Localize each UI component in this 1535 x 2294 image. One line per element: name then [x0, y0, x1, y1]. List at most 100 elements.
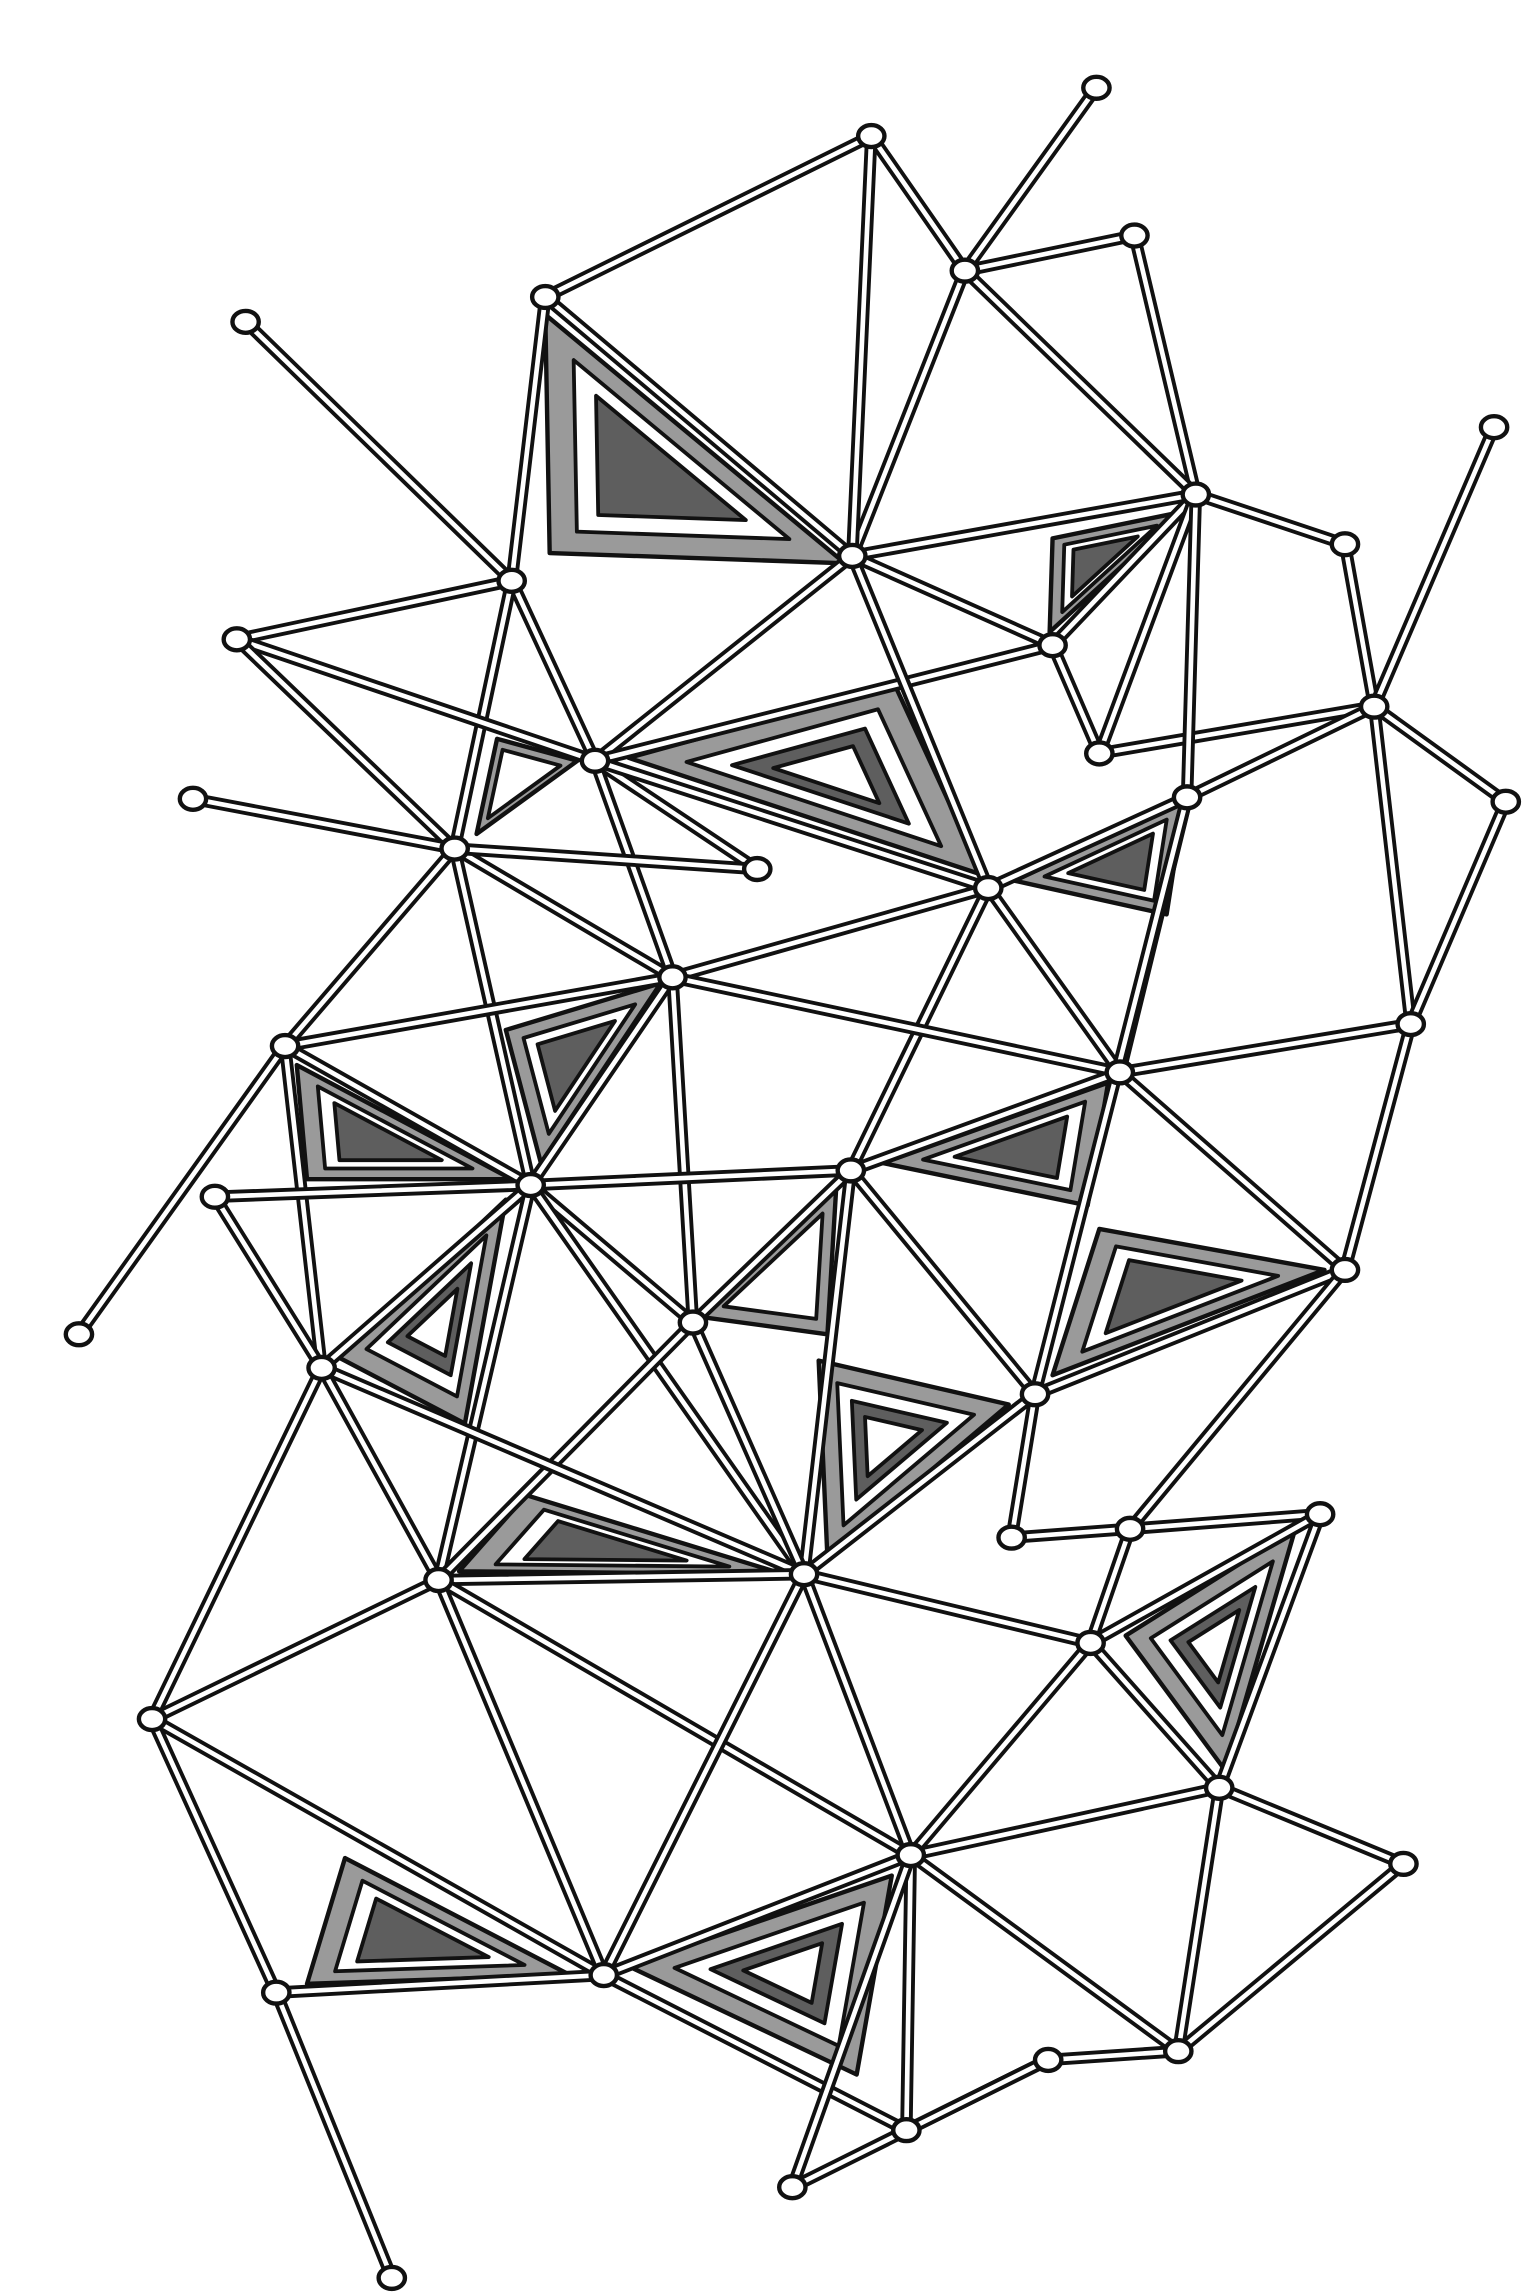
strut-core [848, 1168, 1038, 1397]
strut-core [1216, 1785, 1406, 1867]
strut [1084, 1507, 1327, 1650]
strut [844, 1066, 1127, 1177]
strut [904, 1848, 1185, 2058]
network-node [588, 1961, 620, 1989]
strut-core [868, 133, 968, 273]
strut [597, 1567, 811, 1982]
strut-core [592, 758, 675, 980]
strut-core [1097, 704, 1377, 756]
network-node [1037, 632, 1068, 659]
strut-core [849, 133, 874, 559]
strut [846, 129, 878, 563]
strut-core [1175, 1861, 1406, 2054]
strut [1113, 1066, 1352, 1277]
strut [597, 1848, 917, 1982]
strut-core [848, 1070, 1123, 1173]
strut [1046, 638, 1106, 760]
strut [432, 1573, 610, 1982]
strut-core [1342, 541, 1377, 709]
strut [315, 1178, 537, 1375]
strut-core [592, 642, 1055, 764]
strut-core [670, 885, 991, 980]
network-node [1032, 2046, 1064, 2074]
nested-triangle [332, 1101, 444, 1163]
network-node [439, 835, 471, 862]
strut-core [76, 1043, 288, 1337]
strut-core [849, 268, 968, 559]
strut-core [452, 846, 534, 1188]
network-node [996, 1524, 1027, 1551]
strut [315, 1361, 445, 1587]
strut-core [801, 1571, 1093, 1646]
strut-core [849, 553, 991, 891]
strut-core [542, 133, 874, 300]
strut [448, 842, 764, 876]
network-node [895, 1841, 927, 1869]
strut-core [801, 1391, 1038, 1577]
strut-core [1193, 492, 1348, 547]
strut [230, 633, 602, 767]
strut [1093, 700, 1381, 760]
shaded-triangle [336, 1197, 509, 1426]
network-node [63, 1321, 95, 1348]
network-node [855, 122, 887, 150]
strut-core [1009, 1391, 1038, 1540]
strut [505, 574, 602, 767]
network-node [1329, 1256, 1361, 1284]
network-node [1358, 693, 1390, 720]
strut [1123, 1507, 1327, 1536]
network-node [1114, 1515, 1146, 1543]
network-node [835, 1157, 867, 1184]
strut-core [1371, 704, 1414, 1027]
strut [1093, 488, 1203, 760]
shaded-triangle [543, 312, 848, 566]
strut-core [690, 1168, 854, 1325]
strut-core [801, 1168, 854, 1577]
network-node [1304, 1501, 1336, 1528]
network-node [1180, 481, 1212, 508]
network-node [1104, 1059, 1136, 1086]
network-node [1171, 784, 1203, 811]
strut [588, 754, 764, 876]
network-node [1081, 74, 1112, 101]
network-node [1203, 1774, 1235, 1801]
strut [72, 1039, 292, 1341]
strut [448, 842, 537, 1192]
network-node [891, 2116, 922, 2144]
shaded-triangle [503, 980, 663, 1166]
strut [524, 971, 679, 1192]
strut [797, 1164, 858, 1581]
network-node [741, 855, 773, 883]
network-node [657, 964, 688, 991]
strut-core [436, 1182, 534, 1583]
strut-core [282, 846, 457, 1049]
strut [588, 754, 995, 895]
strut-core [149, 1577, 441, 1722]
nested-triangle [535, 1018, 617, 1113]
strut [1046, 488, 1203, 652]
strut-core [436, 1577, 914, 1858]
strut-core [592, 758, 760, 872]
strut [1123, 1263, 1352, 1536]
strut [1367, 420, 1501, 713]
network-node [529, 283, 561, 311]
strut [145, 1712, 283, 1999]
shaded-triangle [626, 682, 985, 878]
network-node [579, 747, 611, 774]
strut-core [436, 1320, 696, 1583]
strut-core [282, 974, 675, 1049]
strut-core [528, 1168, 854, 1188]
nested-triangle [1186, 1608, 1242, 1685]
strut-core [1371, 704, 1509, 805]
nested-triangle [1066, 831, 1155, 892]
strut [982, 791, 1194, 895]
shaded-triangle [816, 1358, 1011, 1561]
strut-core [690, 1320, 807, 1577]
strut-core [1097, 492, 1199, 756]
strut [1041, 2044, 1185, 2067]
strut [1172, 1781, 1226, 2058]
strut-core [234, 636, 457, 851]
strut-core [436, 1571, 807, 1583]
strut [588, 754, 679, 984]
strut [1084, 1636, 1226, 1795]
